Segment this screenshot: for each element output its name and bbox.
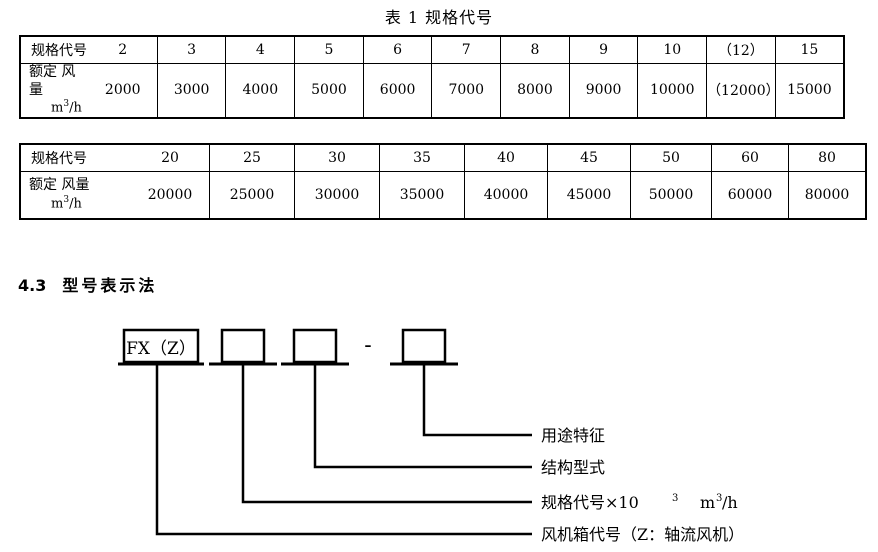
- row-header-flow: 额定 风量 m3/h: [20, 171, 131, 219]
- code-cell-6: 50: [630, 144, 712, 172]
- flow-cell-3: 35000: [379, 171, 465, 219]
- flow-cell-1: 3000: [157, 62, 227, 118]
- flow-cell-2: 30000: [294, 171, 380, 219]
- caption-title: 规格代号: [425, 8, 494, 27]
- section-heading-4-3: 4.3 型号表示法: [18, 272, 157, 296]
- leader-line-1: [422, 364, 532, 437]
- leader-line-4: [155, 364, 532, 536]
- table-row: 额定 风量 m3/h 2000 3000 4000 5000 6000 7000…: [20, 62, 844, 118]
- flow-label-unit: m3/h: [51, 99, 82, 116]
- model-designation-diagram: FX（Z） - 用途特征 结构型式 规格代号×10 3 m 3 /h 风机箱代号…: [0, 318, 878, 552]
- code-cell-3: 35: [379, 144, 465, 172]
- model-box-4: [401, 328, 447, 364]
- flow-cell-6: 50000: [630, 171, 712, 219]
- flow-cell-5: 45000: [547, 171, 631, 219]
- leader-line-3: [241, 364, 532, 504]
- code-cell-7: 60: [711, 144, 789, 172]
- flow-label-line1: 额定 风量: [29, 177, 90, 194]
- code-cell-0: 2: [88, 36, 158, 64]
- callout-label-3-exponent: 3: [672, 493, 678, 504]
- model-box-2: [220, 328, 266, 364]
- code-cell-2: 30: [294, 144, 380, 172]
- flow-label-line1: 额定 风量: [29, 64, 76, 98]
- code-cell-2: 4: [225, 36, 296, 64]
- model-separator-dash: -: [364, 333, 371, 358]
- leader-line-2: [313, 364, 532, 469]
- caption-prefix: 表: [384, 8, 402, 27]
- callout-label-4: 风机箱代号（Z：轴流风机）: [541, 525, 744, 544]
- code-cell-10: 15: [774, 36, 844, 64]
- flow-cell-7: 9000: [568, 62, 639, 118]
- code-cell-7: 9: [568, 36, 639, 64]
- model-box-1: [122, 328, 200, 364]
- flow-cell-4: 6000: [362, 62, 433, 118]
- code-cell-8: 10: [637, 36, 708, 64]
- callout-label-3: 规格代号×10 3 m 3 /h: [541, 493, 738, 512]
- row-header-code: 规格代号: [20, 144, 131, 172]
- flow-cell-0: 20000: [131, 171, 210, 219]
- code-cell-3: 5: [294, 36, 364, 64]
- flow-cell-2: 4000: [225, 62, 296, 118]
- flow-cell-3: 5000: [294, 62, 364, 118]
- caption-number: 1: [407, 8, 420, 27]
- code-cell-6: 8: [500, 36, 570, 64]
- table-row: 额定 风量 m3/h 20000 25000 30000 35000 40000…: [20, 171, 866, 219]
- code-cell-0: 20: [131, 144, 210, 172]
- section-number: 4.3: [18, 276, 47, 295]
- model-box-3: [292, 328, 338, 364]
- row-header-code: 规格代号: [20, 36, 89, 64]
- flow-cell-4: 40000: [464, 171, 548, 219]
- code-cell-1: 25: [209, 144, 295, 172]
- callout-label-3-text: 规格代号×10: [541, 493, 639, 512]
- callout-label-2: 结构型式: [541, 458, 605, 477]
- code-cell-5: 45: [547, 144, 631, 172]
- flow-cell-8: 80000: [788, 171, 866, 219]
- flow-cell-8: 10000: [637, 62, 708, 118]
- flow-cell-6: 8000: [500, 62, 570, 118]
- code-cell-8: 80: [788, 144, 866, 172]
- callout-label-3-unit-exponent: 3: [716, 493, 722, 504]
- callout-label-1: 用途特征: [541, 426, 605, 445]
- code-cell-9: （12）: [706, 36, 776, 64]
- row-header-flow: 额定 风量 m3/h: [20, 62, 89, 118]
- flow-cell-7: 60000: [711, 171, 789, 219]
- flow-cell-10: 15000: [774, 62, 844, 118]
- code-cell-1: 3: [157, 36, 227, 64]
- section-title: 型号表示法: [62, 276, 158, 295]
- table-row: 规格代号 2 3 4 5 6 7 8 9 10 （12） 15: [20, 36, 844, 64]
- spec-table-2: 规格代号 20 25 30 35 40 45 50 60 80 额定 风量 m3…: [19, 143, 867, 220]
- code-cell-4: 6: [362, 36, 433, 64]
- flow-label-unit: m3/h: [51, 194, 82, 212]
- flow-cell-5: 7000: [431, 62, 502, 118]
- callout-label-3-unit-tail: /h: [722, 493, 738, 512]
- table-row: 规格代号 20 25 30 35 40 45 50 60 80: [20, 144, 866, 172]
- spec-table-1: 规格代号 2 3 4 5 6 7 8 9 10 （12） 15 额定 风量 m3…: [19, 35, 845, 119]
- callout-label-3-unit-base: m: [700, 493, 715, 512]
- flow-cell-9: （12000）: [706, 62, 780, 118]
- flow-cell-0: 2000: [88, 62, 158, 118]
- code-cell-4: 40: [464, 144, 548, 172]
- code-cell-5: 7: [431, 36, 502, 64]
- flow-cell-1: 25000: [209, 171, 295, 219]
- model-box-1-text: FX（Z）: [126, 339, 196, 359]
